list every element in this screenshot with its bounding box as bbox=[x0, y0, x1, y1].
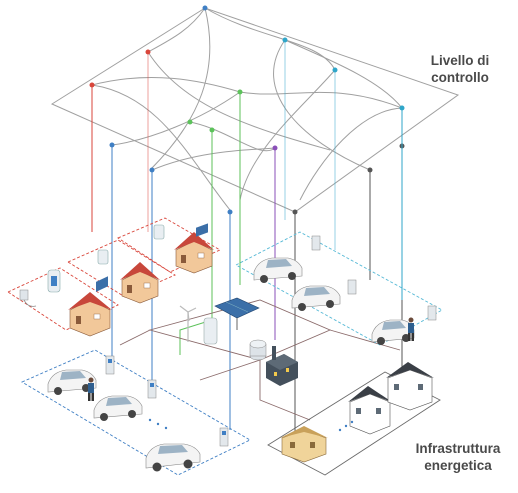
car-icon bbox=[93, 395, 143, 421]
transformer-icon bbox=[249, 339, 267, 361]
charger-icon bbox=[219, 427, 229, 447]
vertical-links bbox=[91, 40, 403, 440]
energy-infrastructure-label-line1: Infrastruttura bbox=[415, 441, 501, 456]
energy-infrastructure-label: Infrastruttura energetica bbox=[398, 440, 518, 474]
car-icon bbox=[145, 443, 201, 472]
house-icon bbox=[174, 223, 214, 274]
factory-icon bbox=[266, 346, 298, 386]
zone-households-red bbox=[7, 217, 221, 331]
house-icon bbox=[68, 276, 112, 337]
energy-infrastructure-label-line2: energetica bbox=[424, 458, 492, 473]
cable-dots bbox=[148, 418, 354, 432]
car-icon bbox=[371, 319, 415, 345]
battery-icon bbox=[47, 269, 61, 293]
control-node bbox=[202, 5, 208, 11]
person-icon bbox=[408, 317, 414, 341]
control-node bbox=[187, 119, 193, 125]
control-level-label-line1: Livello di bbox=[430, 53, 490, 68]
car-icon bbox=[253, 257, 303, 283]
solar-panel-icon bbox=[214, 297, 260, 330]
building-icon bbox=[386, 362, 434, 411]
control-nodes bbox=[89, 5, 405, 215]
charger-icon bbox=[147, 379, 157, 399]
charger-icon bbox=[19, 289, 37, 307]
building-icon bbox=[280, 426, 328, 463]
car-icon bbox=[291, 285, 341, 311]
zone-buildings bbox=[267, 371, 441, 476]
ground-network bbox=[119, 299, 401, 421]
zone-ev-teal bbox=[235, 231, 443, 346]
battery-icon bbox=[153, 224, 165, 240]
charger-icon bbox=[347, 279, 357, 295]
person-icon bbox=[88, 377, 94, 401]
charger-icon bbox=[427, 305, 437, 321]
control-level-label-line2: controllo bbox=[431, 70, 489, 85]
control-level-plane bbox=[50, 7, 460, 213]
wind-turbine-icon bbox=[179, 305, 197, 342]
control-level-label: Livello di controllo bbox=[405, 52, 515, 86]
house-icon bbox=[120, 262, 160, 304]
charger-icon bbox=[105, 355, 115, 375]
car-icon bbox=[47, 369, 97, 395]
battery-icon bbox=[97, 249, 109, 265]
building-icon bbox=[348, 386, 392, 435]
charger-icon bbox=[311, 235, 321, 251]
battery-icon bbox=[203, 317, 218, 345]
